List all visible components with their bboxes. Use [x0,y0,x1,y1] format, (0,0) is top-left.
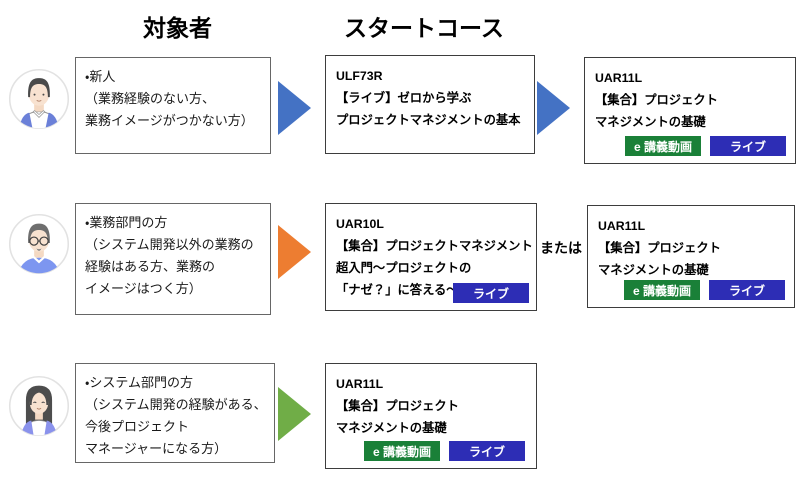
course-title-line: 【集合】プロジェクト [598,241,721,255]
course-code: UAR11L [336,377,384,391]
course-code: UAR11L [595,71,643,85]
audience-line: ・新人 [85,69,116,84]
or-label: または [540,240,582,256]
course-code: ULF73R [336,69,383,83]
male-newcomer-avatar-icon [8,68,70,130]
flow-arrow-icon [278,81,311,135]
badge-live: ライブ [449,441,525,461]
course-code: UAR11L [598,219,646,233]
audience-line: 今後プロジェクト [85,419,190,434]
audience-line: （システム開発以外の業務の [85,237,254,252]
audience-line: ・システム部門の方 [85,375,194,390]
audience-box-business-dept: ・業務部門の方 （システム開発以外の業務の 経験はある方、業務の イメージはつく… [75,203,271,315]
flow-arrow-icon [278,387,311,441]
course-title-line: マネジメントの基礎 [595,115,706,129]
badge-row: ライブ [453,283,529,303]
audience-box-system-dept: ・システム部門の方 （システム開発の経験がある、 今後プロジェクト マネージャー… [75,363,275,463]
course-code: UAR10L [336,217,384,231]
audience-line: ・業務部門の方 [85,215,168,230]
course-title-line: 【集合】プロジェクトマネジメント [336,239,533,253]
course-title-line: 「ナゼ？」に答える～ [336,283,459,297]
male-glasses-avatar-icon [8,213,70,275]
course-box-ulf73r: ULF73R 【ライブ】ゼロから学ぶ プロジェクトマネジメントの基本 [325,55,535,154]
course-title-line: マネジメントの基礎 [336,421,447,435]
audience-box-newcomer: ・新人 （業務経験のない方、 業務イメージがつかない方） [75,57,271,154]
badge-row: e 講義動画 ライブ [625,136,786,156]
column-header-target-audience: 対象者 [143,15,212,41]
badge-elearning-video: e 講義動画 [625,136,701,156]
avatar-male-glasses [8,213,70,275]
audience-line: マネージャーになる方） [85,441,228,456]
course-title-line: マネジメントの基礎 [598,263,709,277]
course-title-line: プロジェクトマネジメントの基本 [336,113,521,127]
flow-arrow-icon [537,81,570,135]
audience-line: （業務経験のない方、 [85,91,216,106]
badge-live: ライブ [710,136,786,156]
female-avatar-icon [8,375,70,437]
avatar-female [8,375,70,437]
audience-line: 業務イメージがつかない方） [85,113,254,128]
course-title-line: 【ライブ】ゼロから学ぶ [336,91,472,105]
column-header-start-course: スタートコース [344,15,504,41]
badge-row: e 講義動画 ライブ [624,280,785,300]
badge-elearning-video: e 講義動画 [364,441,440,461]
badge-row: e 講義動画 ライブ [364,441,525,461]
badge-elearning-video: e 講義動画 [624,280,700,300]
course-title-line: 超入門～プロジェクトの [336,261,472,275]
flow-arrow-icon [278,225,311,279]
audience-line: 経験はある方、業務の [85,259,216,274]
audience-line: （システム開発の経験がある、 [85,397,267,412]
badge-live: ライブ [709,280,785,300]
course-box-uar11l: UAR11L 【集合】プロジェクト マネジメントの基礎 [587,205,795,308]
badge-live: ライブ [453,283,529,303]
audience-line: イメージはつく方） [85,281,202,296]
course-title-line: 【集合】プロジェクト [595,93,718,107]
avatar-male-newcomer [8,68,70,130]
course-title-line: 【集合】プロジェクト [336,399,459,413]
